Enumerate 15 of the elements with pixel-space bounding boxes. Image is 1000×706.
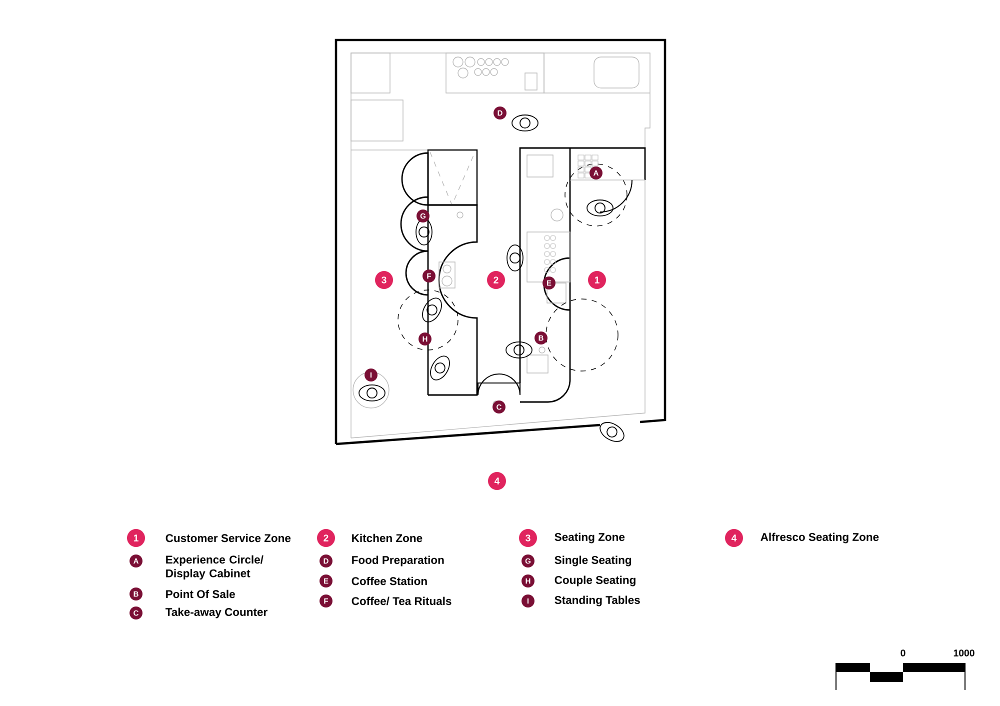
legend-text: Food Preparation bbox=[352, 556, 444, 566]
legend-text: Point Of Sale bbox=[166, 590, 235, 598]
scale-label: 0 bbox=[900, 650, 906, 656]
legend-text: Kitchen Zone bbox=[352, 534, 422, 542]
legend-text: Alfresco Seating Zone bbox=[760, 532, 879, 544]
legend-text: Couple Seating bbox=[554, 576, 636, 586]
scale-label: 1000 bbox=[954, 650, 974, 656]
legend-text: Coffee/ Tea Rituals bbox=[352, 596, 452, 606]
legend-text: Single Seating bbox=[554, 556, 632, 566]
legend-text: Experience Circle/ Display Cabinet bbox=[166, 555, 264, 580]
legend-text: Customer Service Zone bbox=[166, 534, 291, 542]
legend-text: Standing Tables bbox=[554, 596, 640, 606]
legend-text: Take-away Counter bbox=[166, 608, 268, 618]
legend-text: Seating Zone bbox=[554, 532, 625, 544]
legend-text: Coffee Station bbox=[352, 576, 427, 586]
